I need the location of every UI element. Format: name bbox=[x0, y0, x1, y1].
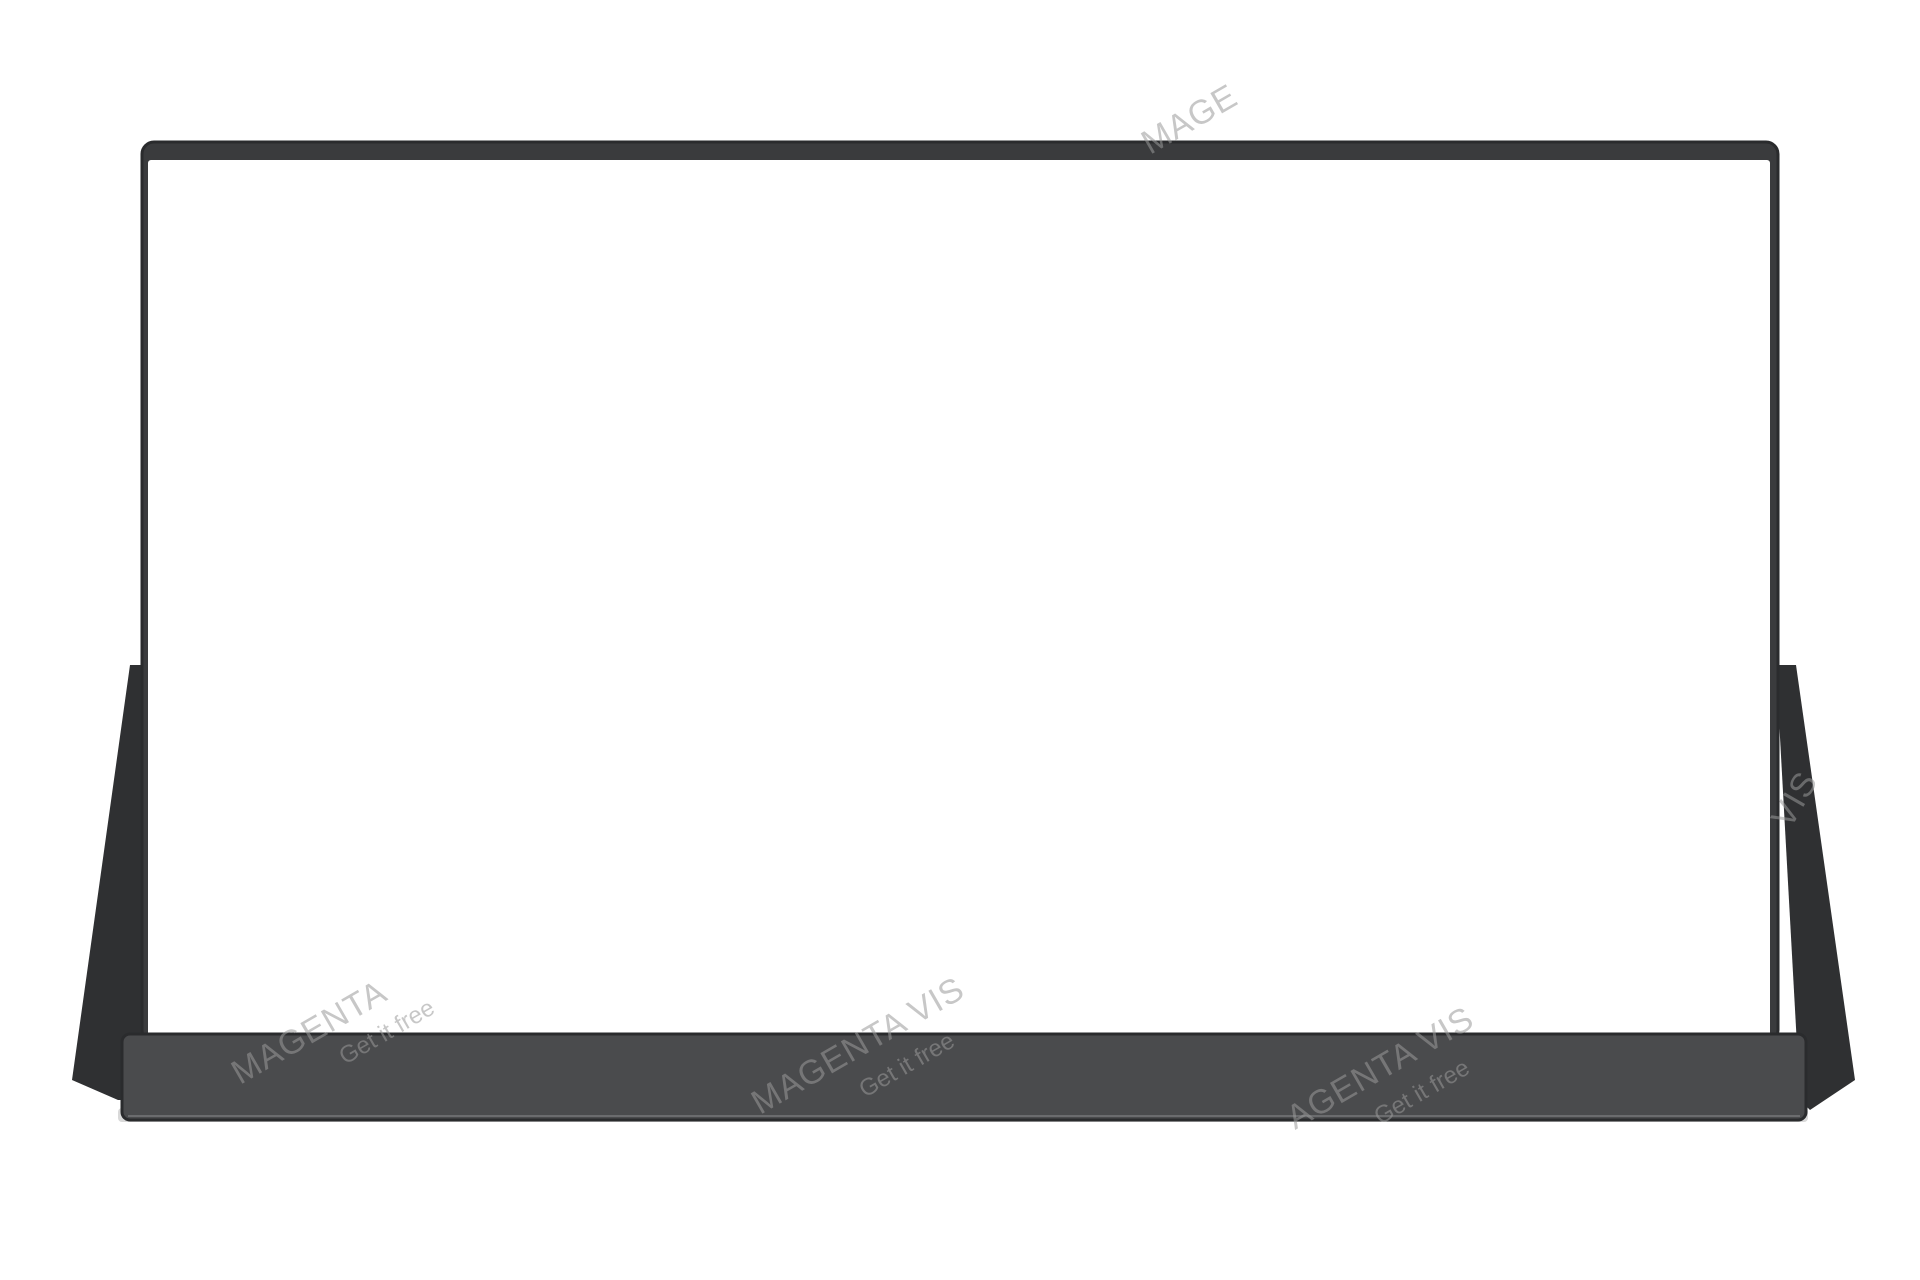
monitor-screen bbox=[148, 160, 1770, 1036]
monitor-chin bbox=[120, 1032, 1808, 1122]
case-right-flap bbox=[1776, 665, 1855, 1110]
case-left-flap bbox=[72, 665, 150, 1100]
